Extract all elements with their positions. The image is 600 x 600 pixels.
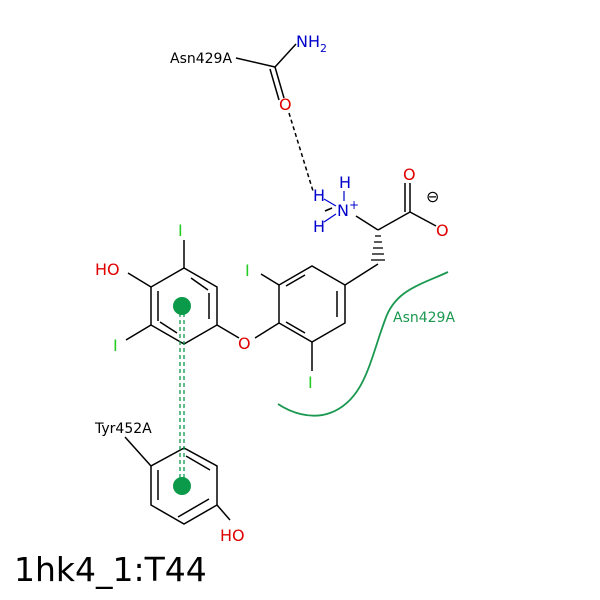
tyr-ring [124, 436, 231, 525]
iodine-left-label: I [113, 336, 118, 355]
pi-centroid-ligand [173, 297, 191, 315]
carboxyl-o2-label: O [436, 221, 449, 240]
iodine-mid-bottom-label: I [308, 373, 313, 392]
residue-label-tyr: Tyr452A [94, 421, 152, 437]
residue-label-asn-top: Asn429A [170, 51, 232, 67]
iodine-mid-top-label: I [245, 261, 250, 280]
ammonium-h-top-label: H [339, 173, 351, 192]
ho-left-label: HO [95, 260, 120, 279]
outer-ring [125, 240, 218, 345]
iodine-top-label: I [178, 221, 183, 240]
nh-bond-left1 [323, 198, 337, 207]
amide-n-label: NH2 [296, 32, 327, 55]
pi-centroid-tyr [173, 477, 191, 495]
hydrogen-bond [288, 112, 314, 192]
carboxyl-o1-label: O [403, 165, 416, 184]
ether-o-label: O [238, 334, 251, 353]
hydrophobic-contact-curve [277, 271, 449, 417]
asn-top-sidechain [235, 43, 297, 101]
amide-o-label: O [279, 95, 292, 114]
diagram-title: 1hk4_1:T44 [14, 550, 207, 589]
stereo-hash-bond [371, 235, 385, 261]
tyr-oh-label: HO [220, 526, 245, 545]
inner-ring [254, 265, 346, 371]
carboxyl-charge-label: ⊖ [426, 187, 439, 206]
ch2-bond [344, 263, 379, 286]
nh-bond-left2 [323, 213, 337, 223]
ammonium-h-left1-label: H [313, 186, 325, 205]
ammonium-n-label: N+ [337, 198, 359, 220]
residue-label-asn-curve: Asn429A [393, 310, 455, 326]
ether-bond [216, 324, 240, 339]
amino-acid-backbone [324, 183, 437, 231]
ammonium-h-left2-label: H [313, 217, 325, 236]
